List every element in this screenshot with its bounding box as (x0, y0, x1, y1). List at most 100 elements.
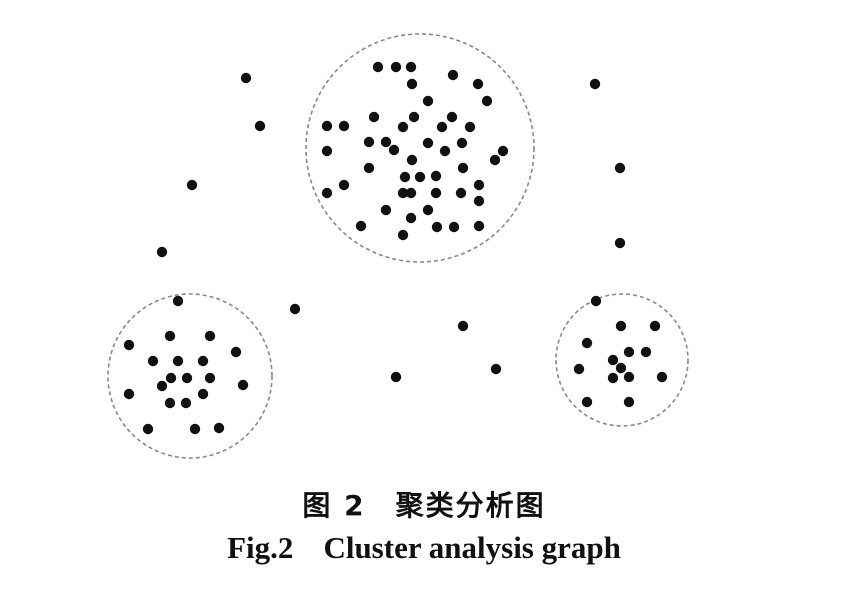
noise-point (614, 237, 626, 249)
cluster-point (472, 78, 484, 90)
cluster-point (615, 362, 627, 374)
cluster-point (615, 320, 627, 332)
cluster-point (372, 61, 384, 73)
cluster-point (204, 330, 216, 342)
cluster-point (405, 212, 417, 224)
cluster-point (446, 111, 458, 123)
cluster-point (189, 423, 201, 435)
cluster-point (142, 423, 154, 435)
cluster-point (405, 187, 417, 199)
cluster-point (321, 145, 333, 157)
cluster-boundary (305, 33, 535, 263)
cluster-point (473, 179, 485, 191)
cluster-point (640, 346, 652, 358)
cluster-point (623, 346, 635, 358)
cluster-point (368, 111, 380, 123)
cluster-point (197, 355, 209, 367)
cluster-point (363, 162, 375, 174)
noise-point (490, 363, 502, 375)
cluster-point (164, 330, 176, 342)
cluster-point (156, 380, 168, 392)
cluster-point (230, 346, 242, 358)
cluster-point (422, 137, 434, 149)
cluster-point (338, 179, 350, 191)
cluster-point (430, 187, 442, 199)
noise-point (156, 246, 168, 258)
cluster-point (473, 195, 485, 207)
cluster-point (607, 354, 619, 366)
noise-point (186, 179, 198, 191)
caption-chinese: 图 2 聚类分析图 (0, 484, 848, 524)
cluster-point (363, 136, 375, 148)
cluster-point (448, 221, 460, 233)
cluster-point (408, 111, 420, 123)
cluster-point (436, 121, 448, 133)
cluster-point (172, 355, 184, 367)
cluster-point (399, 171, 411, 183)
cluster-point (172, 295, 184, 307)
noise-point (457, 320, 469, 332)
cluster-point (380, 204, 392, 216)
cluster-point (481, 95, 493, 107)
cluster-point (455, 187, 467, 199)
cluster-point (656, 371, 668, 383)
cluster-point (581, 337, 593, 349)
cluster-point (430, 170, 442, 182)
cluster-point (204, 372, 216, 384)
caption-cn-title: 聚类分析图 (395, 489, 546, 522)
cluster-point (147, 355, 159, 367)
cluster-point (431, 221, 443, 233)
cluster-point (165, 372, 177, 384)
cluster-point (607, 372, 619, 384)
cluster-point (406, 78, 418, 90)
cluster-point (390, 61, 402, 73)
noise-point (254, 120, 266, 132)
cluster-point (397, 121, 409, 133)
noise-point (589, 78, 601, 90)
cluster-point (422, 95, 434, 107)
cluster-point (456, 137, 468, 149)
cluster-point (473, 220, 485, 232)
cluster-point (623, 396, 635, 408)
caption-en-figure-number: Fig.2 (227, 530, 294, 565)
cluster-point (355, 220, 367, 232)
cluster-boundary (555, 293, 689, 427)
cluster-point (123, 388, 135, 400)
cluster-point (321, 187, 333, 199)
bottom-left-cluster (107, 293, 273, 459)
noise-points (156, 72, 626, 383)
cluster-point (581, 396, 593, 408)
cluster-point (164, 397, 176, 409)
cluster-point (380, 136, 392, 148)
cluster-point (197, 388, 209, 400)
cluster-boundary (107, 293, 273, 459)
caption-cn-figure-number: 图 2 (302, 489, 366, 522)
caption-english: Fig.2 Cluster analysis graph (0, 530, 848, 574)
top-cluster (305, 33, 535, 263)
cluster-point (414, 171, 426, 183)
cluster-point (338, 120, 350, 132)
cluster-point (447, 69, 459, 81)
cluster-point (649, 320, 661, 332)
cluster-point (439, 145, 451, 157)
cluster-diagram (107, 33, 689, 459)
noise-point (390, 371, 402, 383)
noise-point (289, 303, 301, 315)
cluster-point (489, 154, 501, 166)
cluster-point (497, 145, 509, 157)
cluster-point (422, 204, 434, 216)
cluster-point (321, 120, 333, 132)
cluster-point (181, 372, 193, 384)
cluster-point (237, 379, 249, 391)
caption-en-title: Cluster analysis graph (323, 530, 621, 565)
cluster-point (180, 397, 192, 409)
cluster-point (388, 144, 400, 156)
cluster-point (397, 229, 409, 241)
bottom-right-cluster (555, 293, 689, 427)
cluster-point (457, 162, 469, 174)
noise-point (614, 162, 626, 174)
cluster-point (406, 154, 418, 166)
cluster-point (123, 339, 135, 351)
cluster-point (397, 187, 409, 199)
cluster-point (405, 61, 417, 73)
